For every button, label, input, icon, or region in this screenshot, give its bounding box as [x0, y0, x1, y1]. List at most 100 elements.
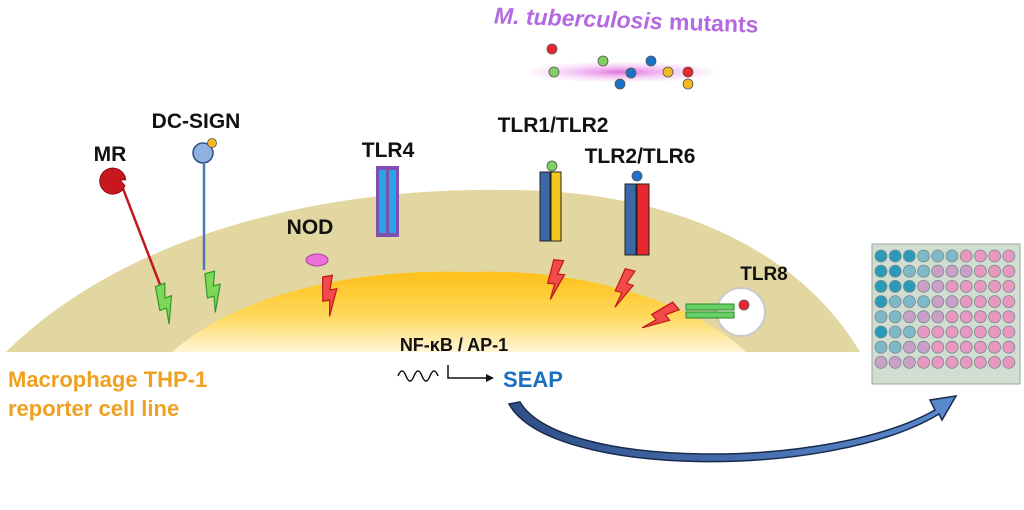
- plate-well: [974, 340, 987, 354]
- plate-well: [959, 279, 973, 293]
- bacteria-species: M. tuberculosis: [494, 2, 664, 34]
- plate-well: [988, 264, 1001, 278]
- bacterium-dot-icon: [662, 66, 674, 78]
- plate-well: [974, 249, 987, 263]
- plate-well: [874, 279, 888, 293]
- plate-well: [945, 340, 959, 354]
- plate-well: [917, 340, 930, 354]
- bacterium-dot-icon: [614, 78, 626, 90]
- nod-receptor: [305, 253, 329, 267]
- plate-well: [988, 355, 1001, 369]
- mr-receptor: [99, 167, 166, 296]
- plate-well: [888, 355, 902, 369]
- arrow-icon: [486, 374, 494, 382]
- plate-well: [959, 249, 973, 263]
- plate-well: [917, 295, 930, 309]
- plate-well: [974, 310, 987, 324]
- transcription-factor-label: NF-κB / AP-1: [400, 335, 508, 355]
- plate-well: [1002, 249, 1016, 263]
- plate-well: [959, 355, 973, 369]
- plate-well: [917, 264, 930, 278]
- plate-well: [874, 340, 888, 354]
- plate-well: [959, 264, 973, 278]
- plate-well: [874, 264, 888, 278]
- plate-well: [1002, 310, 1016, 324]
- bacterium-dot-icon: [548, 66, 560, 78]
- plate-well: [1002, 295, 1016, 309]
- plate-well: [903, 325, 916, 339]
- plate-well: [903, 264, 916, 278]
- plate-well: [959, 340, 973, 354]
- lightning-bolt-icon: [641, 301, 681, 329]
- readout-arrow: [507, 395, 958, 463]
- mr-label: MR: [94, 143, 127, 166]
- bacterium-dot-icon: [207, 138, 217, 148]
- plate-well: [888, 279, 902, 293]
- plate-well: [931, 340, 945, 354]
- plate-well: [931, 264, 945, 278]
- plate-well: [1002, 340, 1016, 354]
- plate-well: [945, 249, 959, 263]
- bacterium-dot-icon: [645, 55, 657, 67]
- microplate-icon: [871, 243, 1021, 385]
- plate-well: [931, 310, 945, 324]
- nod-label: NOD: [287, 216, 334, 239]
- plate-well: [974, 325, 987, 339]
- plate-well: [903, 310, 916, 324]
- bacteria-title: M. tuberculosis mutants: [494, 2, 759, 37]
- plate-well: [874, 249, 888, 263]
- transcription-arrow: [447, 365, 486, 379]
- tlr8-label: TLR8: [740, 264, 788, 285]
- plate-well: [917, 249, 930, 263]
- plate-well: [945, 264, 959, 278]
- dna-wave-icon: [397, 370, 439, 382]
- plate-well: [945, 355, 959, 369]
- lightning-bolt-icon: [546, 259, 566, 300]
- plate-well: [988, 279, 1001, 293]
- bacteria-group: [546, 43, 694, 90]
- lightning-bolt-icon: [614, 267, 636, 308]
- plate-well: [1002, 279, 1016, 293]
- plate-well: [974, 264, 987, 278]
- plate-well: [931, 325, 945, 339]
- lightning-bolt-icon: [154, 282, 173, 325]
- dc-sign-receptor: [192, 138, 217, 270]
- plate-well: [903, 279, 916, 293]
- plate-well: [1002, 325, 1016, 339]
- cell-nucleus: [172, 271, 746, 352]
- activation-signals: [154, 259, 681, 329]
- plate-well: [874, 295, 888, 309]
- plate-well: [917, 310, 930, 324]
- bacterium-dot-icon: [738, 299, 750, 311]
- tlr1-tlr2-label: TLR1/TLR2: [498, 114, 609, 137]
- plate-well: [903, 249, 916, 263]
- plate-well: [903, 355, 916, 369]
- plate-well: [959, 310, 973, 324]
- tlr1-tlr2-receptor: [539, 160, 562, 242]
- plate-well: [874, 325, 888, 339]
- bacterium-dot-icon: [631, 170, 643, 182]
- plate-well: [974, 355, 987, 369]
- plate-well: [1002, 264, 1016, 278]
- bacterium-dot-icon: [625, 67, 637, 79]
- dc-sign-label: DC-SIGN: [152, 110, 241, 133]
- plate-well: [945, 325, 959, 339]
- seap-label: SEAP: [503, 367, 563, 392]
- plate-well: [988, 340, 1001, 354]
- plate-well: [888, 325, 902, 339]
- tlr2-tlr6-receptor: [624, 170, 650, 256]
- tlr4-receptor: [376, 166, 399, 237]
- cell-line-label-1: Macrophage THP-1: [8, 367, 207, 392]
- plate-well: [888, 295, 902, 309]
- plate-well: [888, 340, 902, 354]
- bacterium-dot-icon: [682, 78, 694, 90]
- tlr2-tlr6-label: TLR2/TLR6: [585, 145, 696, 168]
- plate-well: [945, 279, 959, 293]
- bacteria-mutants: mutants: [669, 9, 759, 38]
- plate-well: [917, 325, 930, 339]
- plate-well: [974, 279, 987, 293]
- plate-well: [903, 340, 916, 354]
- plate-well: [988, 249, 1001, 263]
- bacterium-dot-icon: [682, 66, 694, 78]
